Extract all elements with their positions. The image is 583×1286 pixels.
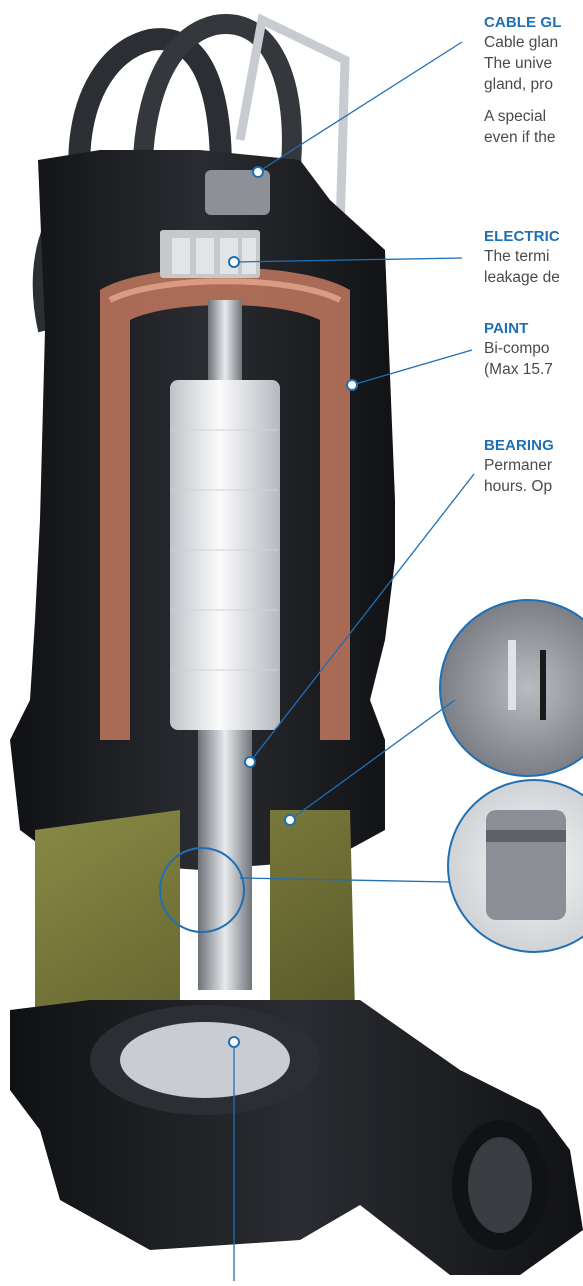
- rotor: [170, 380, 280, 730]
- callout-cable-gland: CABLE GL Cable glan The unive gland, pro…: [484, 14, 583, 148]
- callout-title: BEARING: [484, 437, 554, 454]
- impeller: [120, 1022, 290, 1098]
- callout-line: Permaner: [484, 457, 553, 474]
- callout-bearing: BEARING Permaner hours. Op: [484, 437, 583, 497]
- seal-highlight-ring: [159, 847, 245, 933]
- callout-line: Bi-compo: [484, 340, 550, 357]
- upper-shaft: [208, 300, 242, 380]
- leader-dots: [228, 166, 358, 1048]
- terminal-block: [160, 230, 260, 278]
- callout-line: The termi: [484, 248, 550, 265]
- callout-line: even if the: [484, 129, 556, 146]
- callout-line: gland, pro: [484, 76, 553, 93]
- inset-bearing: [447, 779, 583, 953]
- lifting-handle: [235, 13, 350, 231]
- callout-title: CABLE GL: [484, 14, 562, 31]
- leader-lines: [233, 41, 475, 1281]
- oil-chamber: [35, 810, 355, 1010]
- callout-line: A special: [484, 108, 547, 125]
- callout-line: Cable glan: [484, 34, 559, 51]
- callout-line: hours. Op: [484, 478, 553, 495]
- callout-electric: ELECTRIC The termi leakage de: [484, 228, 583, 288]
- callout-line: leakage de: [484, 269, 560, 286]
- stator-copper: [100, 267, 350, 740]
- callout-line: The unive: [484, 55, 553, 72]
- callout-title: ELECTRIC: [484, 228, 560, 245]
- lower-shaft: [198, 730, 252, 990]
- inset-leak-sensor: [439, 599, 583, 777]
- callout-title: PAINT: [484, 320, 529, 337]
- callout-paint: PAINT Bi-compo (Max 15.7: [484, 320, 583, 380]
- cable-gland: [205, 170, 270, 215]
- callout-line: (Max 15.7: [484, 361, 553, 378]
